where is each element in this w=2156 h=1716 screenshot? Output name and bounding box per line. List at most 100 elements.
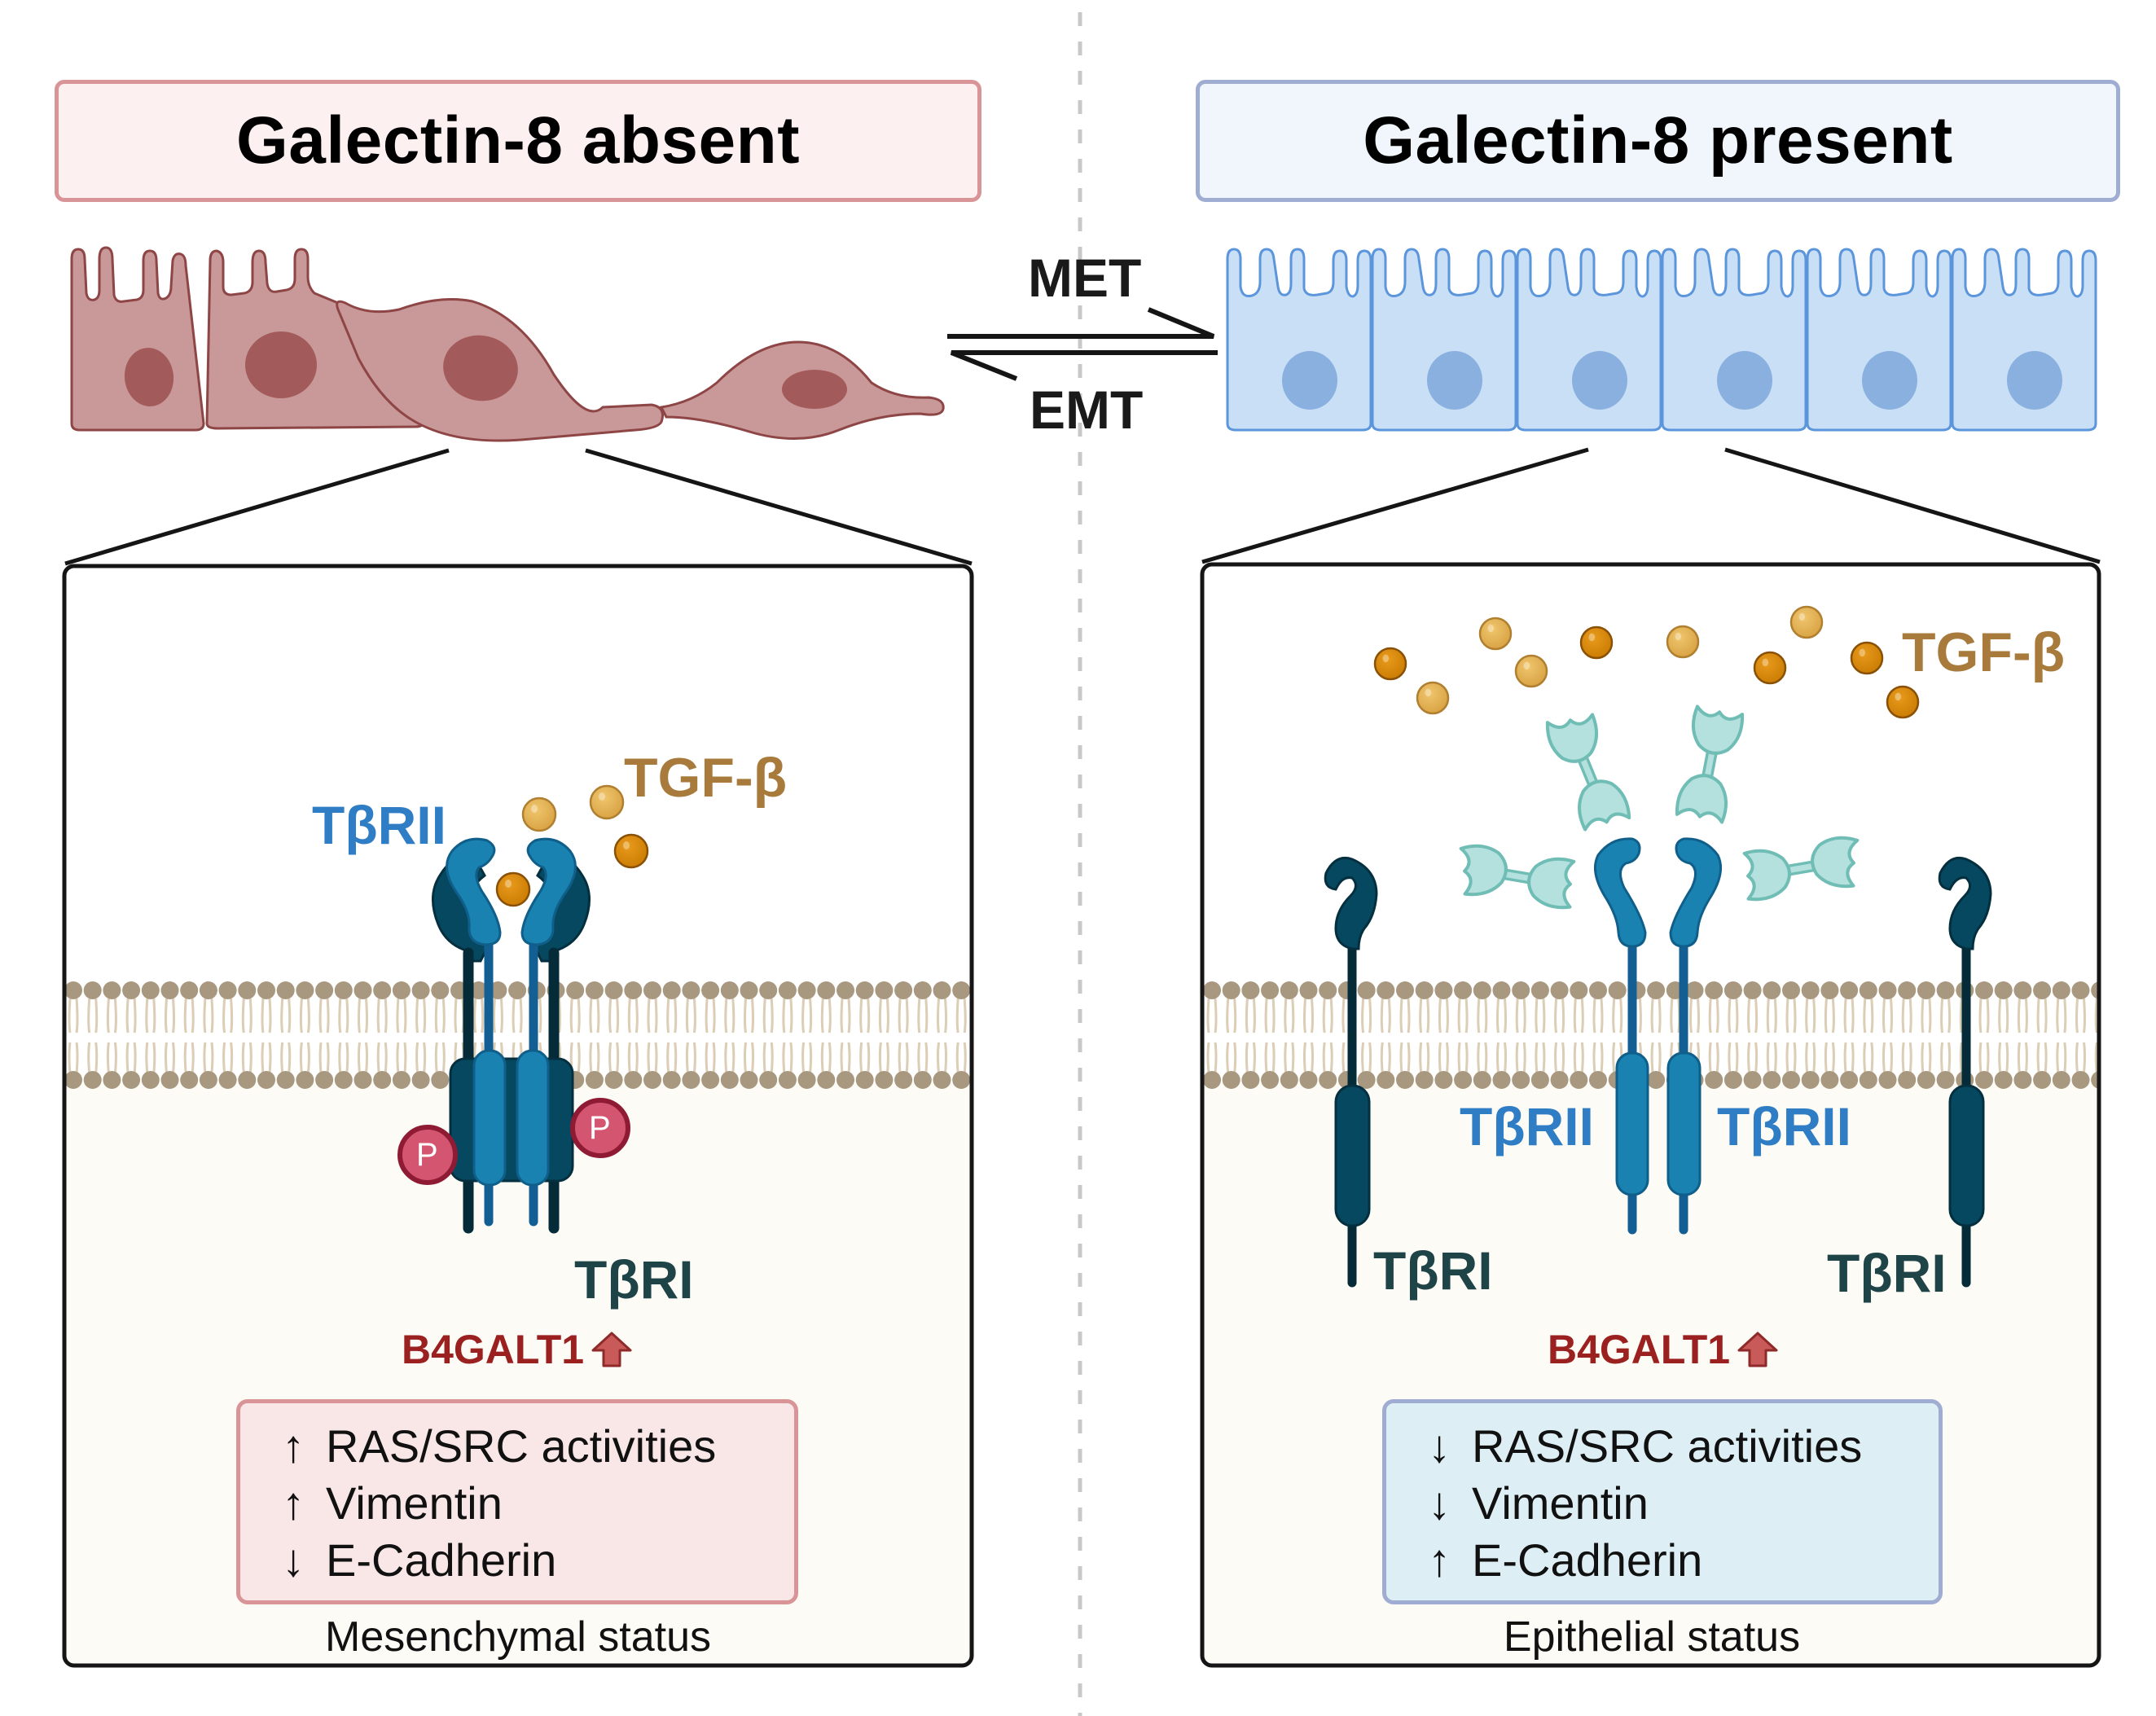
lipid-head (2052, 1071, 2070, 1089)
lipid-head (1492, 1071, 1511, 1089)
lipid-head (913, 981, 932, 999)
lipid-tails (396, 998, 407, 1074)
lipid-head (1512, 1071, 1530, 1089)
marker-list-mesenchymal: ↑RAS/SRC activities ↑Vimentin ↓E-Cadheri… (236, 1399, 798, 1604)
met-label: MET (1028, 248, 1142, 308)
tgf-beta-ligand (1373, 647, 1407, 681)
lipid-head (1434, 981, 1453, 999)
lipid-tails (106, 998, 117, 1074)
galectin-crd (1527, 857, 1576, 910)
tgf-beta-label: TGF-β (1902, 621, 2066, 683)
met-emt-arrows (947, 307, 1218, 381)
lipid-head (662, 981, 681, 999)
lipid-tails (376, 998, 388, 1074)
marker-text: RAS/SRC activities (1472, 1420, 1863, 1472)
lipid-head (643, 981, 661, 999)
lipid-tails (1592, 998, 1604, 1074)
lipid-head (1994, 981, 2013, 999)
lipid-tails (125, 998, 137, 1074)
lipid-head (1454, 981, 1473, 999)
lipid-tails (1322, 998, 1333, 1074)
lipid-head (180, 1071, 199, 1089)
lipid-head (1743, 1071, 1762, 1089)
lipid-head (1530, 981, 1549, 999)
lipid-head (1647, 1071, 1666, 1089)
lipid-tails (203, 998, 214, 1074)
lipid-head (817, 1071, 836, 1089)
lipid-head (141, 981, 160, 999)
lipid-head (160, 981, 179, 999)
lipid-head (431, 981, 450, 999)
lipid-tails (1206, 998, 1218, 1074)
lipid-head (1975, 1071, 1993, 1089)
lipid-head (218, 1071, 237, 1089)
lipid-head (566, 981, 585, 999)
galectin-crd (1545, 713, 1599, 763)
phospho-label: P (589, 1110, 611, 1146)
arrow-icon: ↓ (1428, 1420, 1451, 1472)
lipid-head (238, 1071, 257, 1089)
lipid-tails (241, 998, 252, 1074)
lipid-tails (1535, 998, 1546, 1074)
lipid-tails (1284, 998, 1295, 1074)
marker-row: ↑RAS/SRC activities (277, 1418, 794, 1475)
lipid-tails (589, 998, 600, 1074)
lipid-head (1647, 981, 1666, 999)
lipid-head (1705, 1071, 1723, 1089)
lipid-head (392, 981, 411, 999)
lipid-head (778, 981, 797, 999)
lipid-head (740, 981, 758, 999)
lipid-head (913, 1071, 932, 1089)
lipid-head (1975, 981, 1993, 999)
tgf-beta-ligand (1886, 685, 1920, 719)
lipid-head (875, 981, 894, 999)
lipid-head (1685, 981, 1704, 999)
tgf-beta-ligand (1478, 617, 1513, 651)
lipid-head (1898, 981, 1917, 999)
lipid-head (1415, 981, 1434, 999)
arrow-icon: ↑ (1428, 1534, 1451, 1586)
lipid-head (2033, 981, 2052, 999)
tgf-beta-ligand (1514, 654, 1548, 688)
lipid-head (682, 1071, 700, 1089)
lipid-head (604, 981, 623, 999)
lipid-head (199, 981, 217, 999)
lipid-tails (705, 998, 716, 1074)
lipid-head (276, 981, 295, 999)
lipid-tails (145, 998, 156, 1074)
lipid-head (1415, 1071, 1434, 1089)
lipid-tails (1766, 998, 1777, 1074)
lipid-tails (608, 998, 620, 1074)
lipid-head (334, 1071, 353, 1089)
lipid-tails (280, 998, 292, 1074)
lipid-tails (840, 998, 851, 1074)
lipid-head (1396, 981, 1414, 999)
lipid-head (1723, 1071, 1742, 1089)
galectin-crd (1742, 849, 1791, 902)
epithelial-nucleus (1572, 351, 1627, 410)
galectin-crd (1578, 779, 1631, 832)
tbri-ectodomain-right-left (1324, 856, 1378, 950)
tbri-label: TβRI (574, 1249, 694, 1310)
lipid-tails (299, 998, 310, 1074)
zoom-lines (64, 447, 2101, 566)
lipid-head (701, 1071, 720, 1089)
lipid-head (759, 1071, 778, 1089)
lipid-head (1203, 1071, 1221, 1089)
lipid-tails (318, 998, 330, 1074)
tgf-beta-ligand (521, 797, 557, 832)
lipid-tails (955, 998, 967, 1074)
lipid-head (1280, 981, 1298, 999)
lipid-head (1241, 1071, 1260, 1089)
lipid-tails (685, 998, 696, 1074)
phospho-left (397, 1125, 458, 1185)
lipid-head (1512, 981, 1530, 999)
lipid-head (894, 981, 913, 999)
lipid-tails (782, 998, 793, 1074)
lipid-head (1454, 1071, 1473, 1089)
lipid-tails (801, 998, 813, 1074)
lipid-head (508, 981, 527, 999)
epithelial-nucleus (1862, 351, 1917, 410)
lipid-head (296, 1071, 314, 1089)
